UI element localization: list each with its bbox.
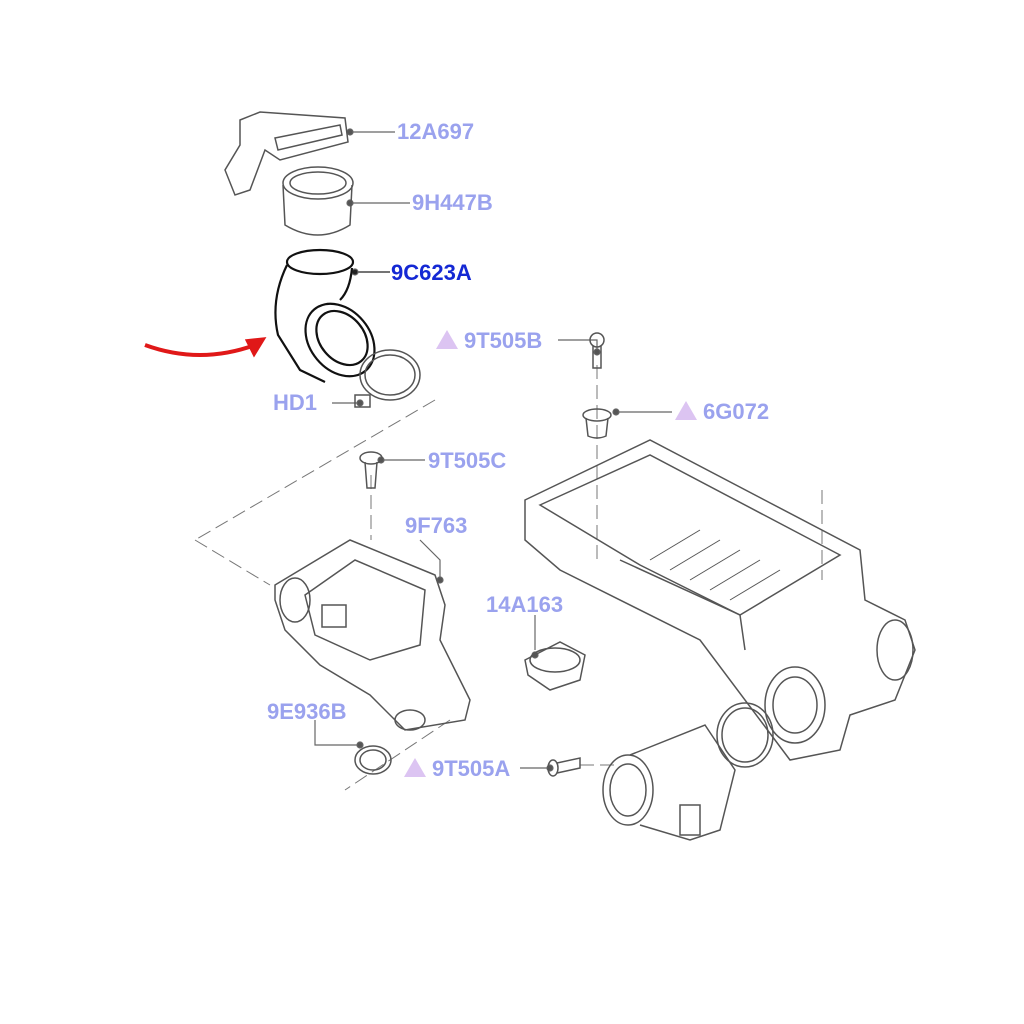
label-text: 9T505A: [432, 756, 511, 781]
highlight-arrow: [144, 343, 256, 357]
label-9F763[interactable]: 9F763: [405, 513, 468, 538]
mass-air-flow-meter: [602, 724, 736, 841]
label-text: 9T505B: [464, 328, 543, 353]
label-9C623A[interactable]: 9C623A: [391, 260, 472, 285]
label-text: 6G072: [703, 399, 770, 424]
part-14A163-plug: [524, 641, 586, 691]
label-9H447B[interactable]: 9H447B: [412, 190, 493, 215]
part-6G072-grommet: [582, 408, 612, 439]
label-9T505A[interactable]: 9T505A: [404, 758, 510, 780]
label-HD1[interactable]: HD1: [273, 390, 318, 415]
triangle-icon: [675, 401, 697, 420]
label-9E936B[interactable]: 9E936B: [267, 699, 347, 724]
part-9T505B-screw: [589, 332, 605, 369]
part-12A697-sensor: [224, 111, 349, 196]
triangle-icon: [436, 330, 458, 349]
part-9F763-duct: [274, 539, 471, 731]
o-ring-seal: [716, 702, 774, 768]
label-9T505C[interactable]: 9T505C: [428, 448, 507, 473]
part-9E936B-clip: [354, 745, 392, 775]
part-9T505A-screw: [547, 757, 581, 777]
arrow-head: [244, 337, 267, 358]
assembly-dashed-lines: [194, 365, 823, 791]
label-9T505B[interactable]: 9T505B: [436, 330, 542, 352]
air-cleaner-housing: [524, 439, 916, 761]
label-12A697[interactable]: 12A697: [397, 119, 475, 144]
part-9H447B-adapter: [282, 166, 354, 236]
label-6G072[interactable]: 6G072: [675, 401, 769, 423]
part-HD1-clamp: [354, 349, 421, 408]
label-14A163[interactable]: 14A163: [486, 592, 564, 617]
triangle-icon: [404, 758, 426, 777]
leader-lines: [314, 128, 672, 772]
part-9C623A-hose: [274, 248, 376, 383]
part-9T505C-screw: [359, 451, 383, 489]
